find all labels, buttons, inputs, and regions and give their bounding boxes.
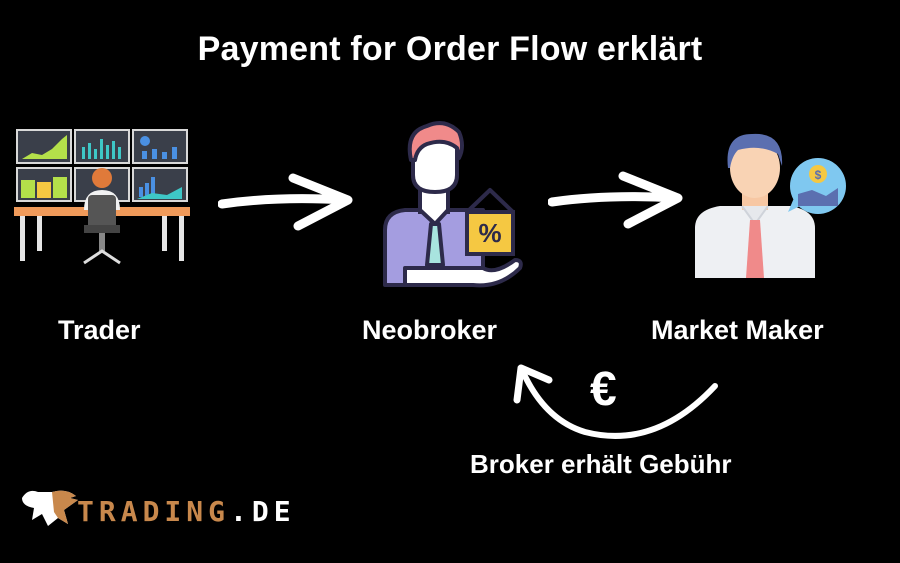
node-label-trader: Trader — [58, 315, 141, 345]
node-label-neobroker: Neobroker — [362, 315, 498, 345]
bull-logo-icon — [22, 490, 78, 526]
page-title: Payment for Order Flow erklärt — [197, 30, 703, 68]
arrow-right-icon — [548, 171, 683, 229]
logo-text-de: .DE — [230, 495, 296, 528]
flow-label-fee: Broker erhält Gebühr — [470, 449, 732, 479]
businessman-chart-bubble-icon: $ — [695, 133, 846, 278]
svg-text:%: % — [478, 218, 501, 248]
curved-arrow-back-icon — [513, 364, 718, 439]
svg-text:$: $ — [815, 168, 822, 182]
trading-de-logo: TRADING.DE — [77, 495, 296, 528]
euro-symbol: € — [590, 363, 617, 416]
broker-percent-sign-icon: % — [383, 121, 523, 288]
logo-text-trading: TRADING — [77, 495, 231, 528]
node-label-market-maker: Market Maker — [651, 315, 824, 345]
trader-desk-monitors-icon — [14, 129, 190, 265]
arrow-right-icon — [218, 173, 353, 231]
